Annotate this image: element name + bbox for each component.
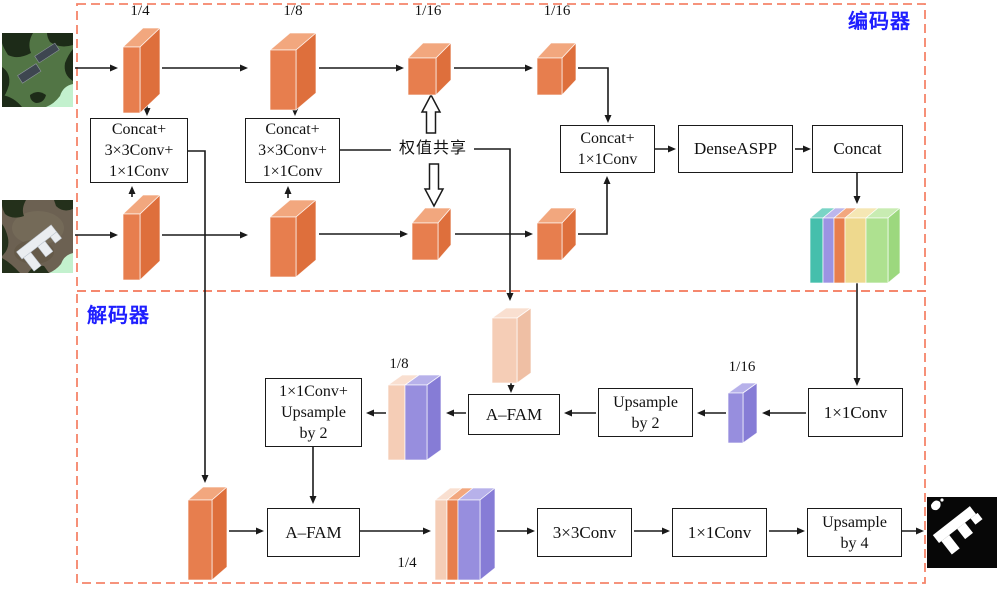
face-front [411,222,439,261]
meadow-patch [46,84,73,107]
face-front [491,317,518,384]
arrow-block4b-to-fuse [578,176,611,235]
face-front [122,46,141,114]
face-front [536,57,563,96]
feature-blocks [122,27,901,581]
face-side [742,382,758,444]
face-front [727,392,744,444]
input-image-t2 [2,200,73,273]
strip-yellow [844,217,867,284]
face-front [269,216,297,278]
scale-label-enc-1-16b: 1/16 [543,3,571,19]
enc-block-1-16b-bottom [536,207,577,261]
white-building [16,224,62,272]
strip-purple [457,499,481,581]
weight-share-arrow-down-icon [423,163,445,208]
changed-building-mask [932,506,983,555]
upsample2-box: Upsample by 2 [598,388,693,437]
scale-label-enc-1-16a: 1/16 [414,3,442,19]
scale-label-dec-1-8: 1/8 [389,356,409,372]
dec-purple-block-1-16 [727,382,758,444]
enc-block-1-8-top [269,32,317,111]
scale-label-enc-1-8: 1/8 [283,3,303,19]
mask-dot [940,498,944,502]
arrow-siam1-to-decoder-block [188,150,209,483]
scale-label-dec-1-16: 1/16 [728,359,756,375]
conv1x1-box-bottom: 1×1Conv [672,508,767,557]
encoder-section-label: 编码器 [848,11,911,33]
arrow-block4-to-fuse [578,67,612,123]
strip-pink [434,499,448,581]
upsample4-box: Upsample by 4 [807,508,902,557]
strip-orange [446,499,459,581]
dec-blocks-1-8 [387,374,442,461]
enc-block-1-4-top [122,27,161,114]
strip-purple [404,384,428,461]
dec-pink-block [491,307,532,384]
siamese-conv-box-1: Concat+ 3×3Conv+ 1×1Conv [90,118,188,183]
enc-block-1-16a-top [407,42,452,96]
face-side [426,374,442,461]
arrow-weightshare-to-decoder [474,148,514,301]
mask-blob [931,500,941,511]
siamese-conv-box-2: Concat+ 3×3Conv+ 1×1Conv [245,118,340,183]
decoder-section-label: 解码器 [87,305,150,327]
scale-label-dec-1-4: 1/4 [397,555,417,571]
concat-multicolor-block [809,207,901,284]
enc-block-1-8-bottom [269,199,317,278]
strip-teal [809,217,824,284]
enc-block-1-16b-top [536,42,577,96]
fuse-concat-conv-box: Concat+ 1×1Conv [560,125,655,173]
concat-box: Concat [812,125,903,173]
strip-green [865,217,889,284]
face-side [479,487,496,581]
conv1x1-box-top: 1×1Conv [808,388,903,437]
tree-patches [2,33,73,107]
weight-share-arrow-up-icon [420,93,442,134]
strip-orange [833,217,846,284]
denseaspp-box: DenseASPP [678,125,793,173]
connectors [75,64,924,535]
enc-block-1-4-bottom [122,194,161,281]
building-roof [17,63,42,84]
weight-share-label: 权值共享 [398,140,467,157]
meadow-patch [49,253,73,273]
afam-box-2: A–FAM [267,508,360,557]
conv3x3-box: 3×3Conv [537,508,632,557]
face-side [211,486,228,581]
face-front [122,213,141,281]
conv-upsample2-box: 1×1Conv+ Upsample by 2 [265,378,362,447]
dec-blocks-1-4 [434,487,496,581]
face-side [516,307,532,384]
input-image-t1 [2,33,73,107]
strip-purple [822,217,835,284]
decoder-dashed-border [76,290,926,584]
face-front [187,499,213,581]
face-front [407,57,437,96]
afam-box-1: A–FAM [468,394,560,435]
scale-label-enc-1-4: 1/4 [130,3,150,19]
dec-orange-block [187,486,228,581]
face-side [887,207,901,284]
face-front [269,49,297,111]
enc-block-1-16a-bottom [411,207,452,261]
face-front [536,222,563,261]
building-roof [34,42,60,64]
tree-patches [2,200,73,273]
strip-pink [387,384,406,461]
output-change-map [927,497,997,568]
